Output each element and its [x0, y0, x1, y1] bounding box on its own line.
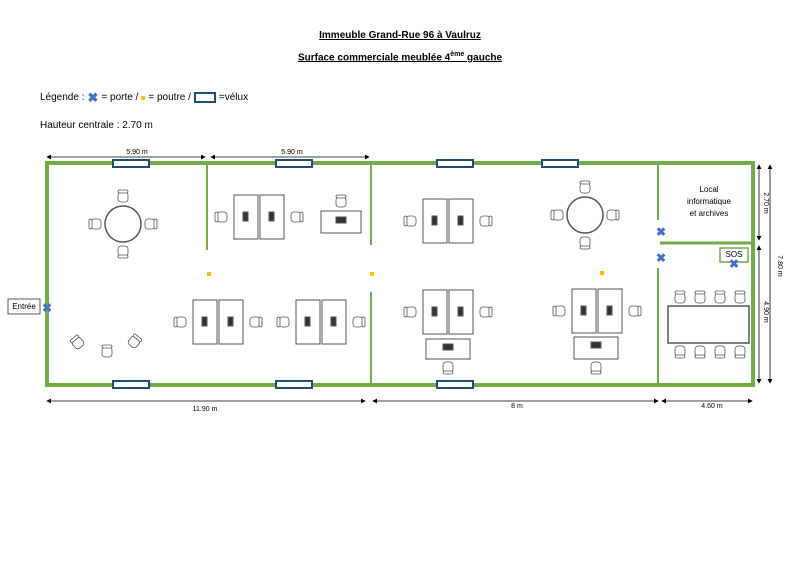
beam-symbol-icon	[141, 95, 146, 100]
desk-group-1	[214, 194, 304, 240]
sos-label: SOS	[726, 250, 743, 259]
desk-group-6	[552, 288, 642, 375]
svg-text:7.80 m: 7.80 m	[776, 255, 783, 277]
svg-text:8 m: 8 m	[511, 403, 523, 410]
velux-windows	[112, 159, 579, 389]
svg-text:✖: ✖	[656, 225, 666, 239]
svg-text:informatique: informatique	[687, 197, 732, 206]
round-table-left	[88, 189, 158, 259]
svg-text:5.90 m: 5.90 m	[281, 149, 303, 156]
local-informatique-label: Local informatique et archives	[687, 185, 732, 218]
desk-single-1	[320, 194, 362, 234]
legend-velux-text: =vélux	[218, 92, 249, 103]
plan-title: Immeuble Grand-Rue 96 à Vaulruz	[319, 30, 481, 41]
dimension-labels: 5.90 m 5.90 m 11.90 m 8 m 4.60 m 2.70 m …	[126, 149, 783, 413]
legend-door-text: = porte /	[101, 92, 139, 103]
legend-label: Légende :	[40, 92, 85, 103]
desk-group-2	[173, 299, 263, 345]
svg-text:✖: ✖	[656, 251, 666, 265]
desk-group-3	[276, 299, 366, 345]
conference-table	[667, 290, 750, 359]
svg-text:✖: ✖	[42, 301, 52, 315]
svg-text:4.90 m: 4.90 m	[762, 301, 769, 323]
desk-group-5	[403, 289, 493, 375]
legend-beam-text: = poutre /	[148, 92, 191, 103]
round-table-right	[550, 180, 620, 250]
svg-text:11.90 m: 11.90 m	[193, 406, 218, 413]
svg-text:4.60 m: 4.60 m	[701, 403, 723, 410]
dimension-lines	[46, 154, 773, 404]
svg-text:2.70 m: 2.70 m	[762, 192, 769, 214]
lounge-chairs	[69, 333, 143, 358]
velux-symbol-icon	[193, 92, 216, 103]
partitions	[206, 165, 751, 383]
beams	[207, 271, 604, 276]
svg-text:Entrée: Entrée	[12, 302, 36, 311]
desk-group-4	[403, 198, 493, 244]
plan-subtitle: Surface commerciale meublée 4ème gauche	[297, 51, 503, 64]
legend: Légende : ✖ = porte / = poutre / =vélux	[40, 89, 249, 105]
svg-text:5.90 m: 5.90 m	[126, 149, 148, 156]
height-note: Hauteur centrale : 2.70 m	[40, 120, 153, 131]
doors: ✖ ✖ ✖ ✖	[42, 225, 739, 315]
outer-walls	[45, 161, 755, 387]
svg-text:et archives: et archives	[690, 209, 729, 218]
entrance-label: Entrée	[7, 298, 41, 315]
door-symbol-icon: ✖	[87, 89, 99, 105]
svg-text:Local: Local	[699, 185, 718, 194]
svg-text:✖: ✖	[729, 257, 739, 271]
